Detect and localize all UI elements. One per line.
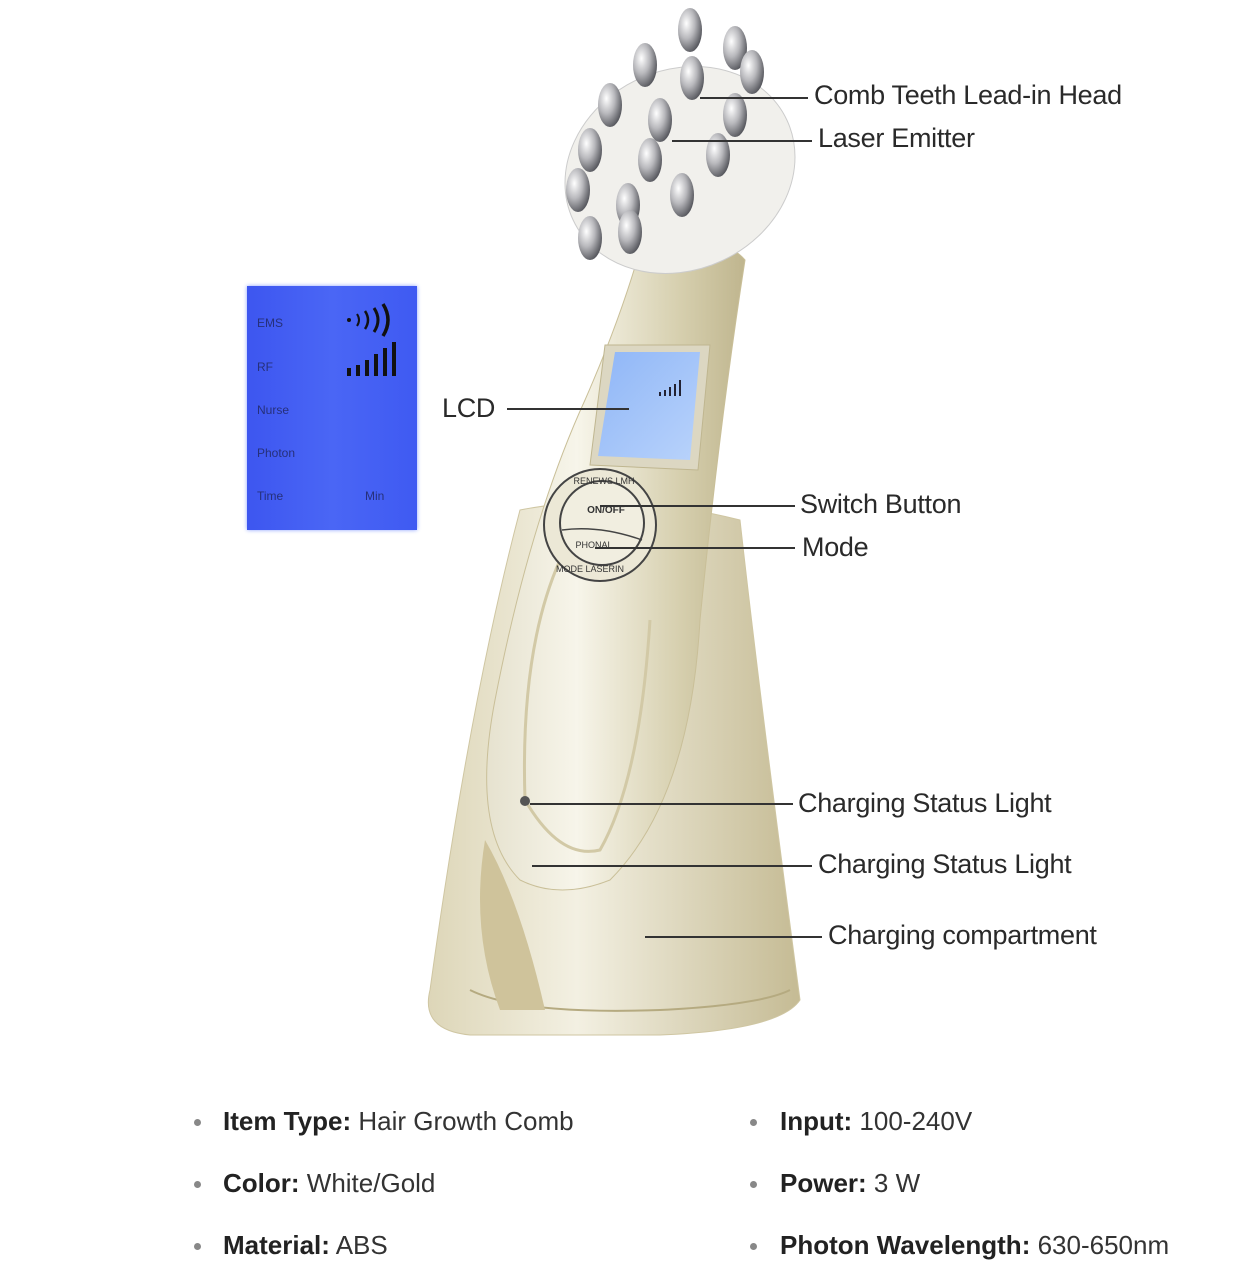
spec-color: Color: White/Gold — [223, 1168, 436, 1198]
svg-text:ON/OFF: ON/OFF — [587, 505, 625, 516]
leader-line — [645, 936, 822, 938]
leader-line — [700, 97, 808, 99]
spec-photon-wavelength: Photon Wavelength: 630-650nm — [780, 1230, 1170, 1260]
leader-line — [595, 547, 795, 549]
leader-line — [672, 140, 812, 142]
device-handle: RENEWS LMH ON/OFF PHONAL MODE LASERIN — [486, 241, 746, 891]
bullet-icon — [194, 1181, 201, 1188]
callout-comb-head: Comb Teeth Lead-in Head — [814, 80, 1122, 110]
bullet-icon — [750, 1243, 757, 1250]
comb-teeth — [566, 8, 764, 260]
lcd-time-label: Time — [257, 489, 284, 503]
svg-text:RENEWS LMH: RENEWS LMH — [573, 476, 634, 486]
leader-line — [530, 803, 793, 805]
leader-line — [600, 505, 795, 507]
callout-charging-light-1: Charging Status Light — [798, 788, 1052, 818]
lcd-min-label: Min — [365, 489, 385, 503]
callout-charging-light-2: Charging Status Light — [818, 849, 1072, 879]
lcd-photon-label: Photon — [257, 446, 296, 460]
callout-laser-emitter: Laser Emitter — [818, 123, 975, 153]
leader-line — [507, 408, 629, 410]
spec-material: Material: ABS — [223, 1230, 388, 1260]
svg-text:MODE LASERIN: MODE LASERIN — [556, 564, 624, 574]
lcd-ems-label: EMS — [257, 316, 284, 330]
spec-input: Input: 100-240V — [780, 1106, 973, 1136]
bullet-icon — [750, 1119, 757, 1126]
callout-charging-compartment: Charging compartment — [828, 920, 1097, 950]
bullet-icon — [750, 1181, 757, 1188]
signal-bars-icon — [347, 342, 396, 376]
leader-line — [532, 865, 812, 867]
comb-head — [564, 8, 796, 274]
callout-switch-button: Switch Button — [800, 489, 962, 519]
bullet-icon — [194, 1119, 201, 1126]
callout-lcd: LCD — [442, 393, 496, 423]
spec-item-type: Item Type: Hair Growth Comb — [223, 1106, 574, 1136]
callout-mode: Mode — [802, 532, 869, 562]
spec-power: Power: 3 W — [780, 1168, 921, 1198]
lcd-detail-panel: EMS RF Nurse Photon Time Min — [247, 286, 417, 530]
bullet-icon — [194, 1243, 201, 1250]
signal-wave-icon — [347, 303, 396, 376]
lcd-nurse-label: Nurse — [257, 403, 290, 417]
svg-text:PHONAL: PHONAL — [575, 540, 612, 550]
switch-mode-button[interactable]: RENEWS LMH ON/OFF PHONAL MODE LASERIN — [543, 468, 657, 582]
lcd-rf-label: RF — [257, 360, 273, 374]
charging-status-light — [520, 796, 530, 806]
